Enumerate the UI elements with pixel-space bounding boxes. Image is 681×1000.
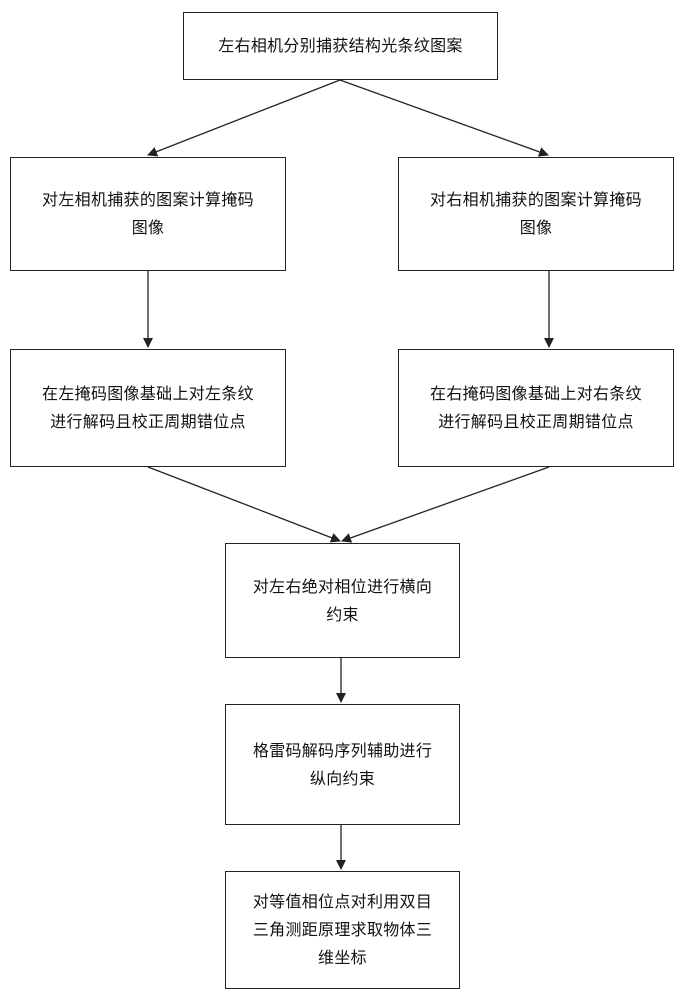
arrow-right-decode-to-horizontal (342, 467, 549, 541)
arrow-start-to-left-mask (148, 80, 340, 155)
triangulation-step-box: 对等值相位点对利用双目 三角测距原理求取物体三 维坐标 (225, 871, 460, 989)
vertical-constraint-step-box: 格雷码解码序列辅助进行 纵向约束 (225, 704, 460, 825)
arrow-left-decode-to-horizontal (148, 467, 340, 541)
left-decode-step-text: 在左掩码图像基础上对左条纹 进行解码且校正周期错位点 (42, 380, 254, 436)
left-mask-step-box: 对左相机捕获的图案计算掩码 图像 (10, 157, 286, 271)
horizontal-constraint-step-box: 对左右绝对相位进行横向 约束 (225, 543, 460, 658)
right-decode-step-box: 在右掩码图像基础上对右条纹 进行解码且校正周期错位点 (398, 349, 674, 467)
vertical-constraint-step-text: 格雷码解码序列辅助进行 纵向约束 (253, 737, 432, 793)
right-mask-step-box: 对右相机捕获的图案计算掩码 图像 (398, 157, 674, 271)
horizontal-constraint-step-text: 对左右绝对相位进行横向 约束 (253, 573, 432, 629)
right-mask-step-text: 对右相机捕获的图案计算掩码 图像 (430, 186, 642, 242)
right-decode-step-text: 在右掩码图像基础上对右条纹 进行解码且校正周期错位点 (430, 380, 642, 436)
arrow-start-to-right-mask (340, 80, 548, 155)
start-step-text: 左右相机分别捕获结构光条纹图案 (218, 32, 463, 60)
triangulation-step-text: 对等值相位点对利用双目 三角测距原理求取物体三 维坐标 (253, 888, 432, 972)
left-decode-step-box: 在左掩码图像基础上对左条纹 进行解码且校正周期错位点 (10, 349, 286, 467)
start-step-box: 左右相机分别捕获结构光条纹图案 (183, 12, 498, 80)
left-mask-step-text: 对左相机捕获的图案计算掩码 图像 (42, 186, 254, 242)
